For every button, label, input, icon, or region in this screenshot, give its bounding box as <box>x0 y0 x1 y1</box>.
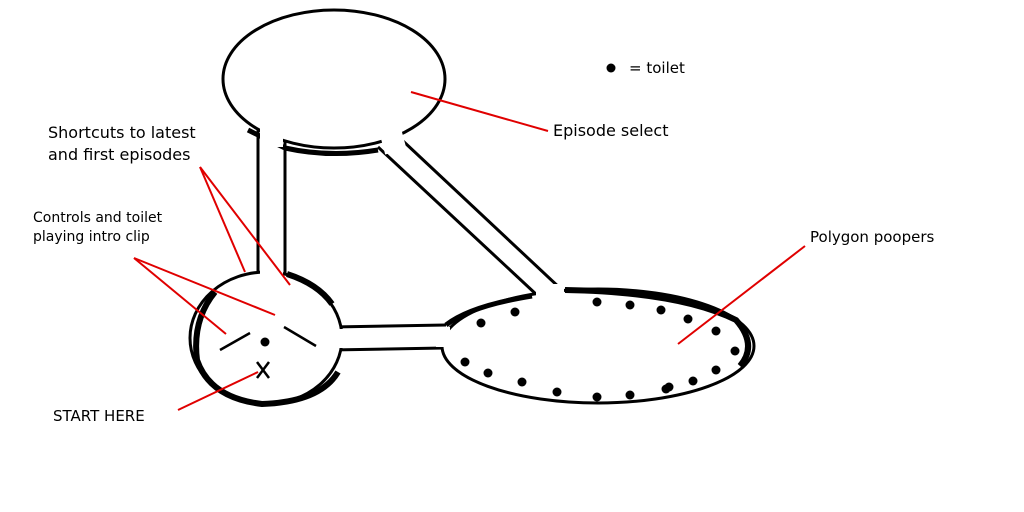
label-polygon-poopers: Polygon poopers <box>810 228 934 246</box>
annotation-lines <box>133 91 806 411</box>
label-shortcuts-line1: Shortcuts to latest <box>48 123 196 142</box>
corridor-top-to-start <box>256 125 287 280</box>
legend: = toilet <box>606 59 685 77</box>
label-controls-line2: playing intro clip <box>33 229 150 245</box>
label-shortcuts-line2: and first episodes <box>48 145 190 164</box>
start-room-contents <box>219 325 317 379</box>
label-start-here: START HERE <box>53 407 145 425</box>
start-x-mark <box>256 361 270 379</box>
corridor-start-to-polygon <box>329 323 447 352</box>
corridor-top-to-polygon <box>376 139 564 298</box>
toilet-dots <box>460 297 740 402</box>
legend-toilet-dot <box>606 63 616 73</box>
episode-select-room <box>221 8 447 157</box>
label-controls-line1: Controls and toilet <box>33 210 163 226</box>
polygon-poopers-room <box>436 284 756 405</box>
start-toilet-dot <box>260 337 270 347</box>
label-episode-select: Episode select <box>553 121 668 140</box>
legend-text: = toilet <box>629 59 685 77</box>
start-room <box>188 262 346 408</box>
